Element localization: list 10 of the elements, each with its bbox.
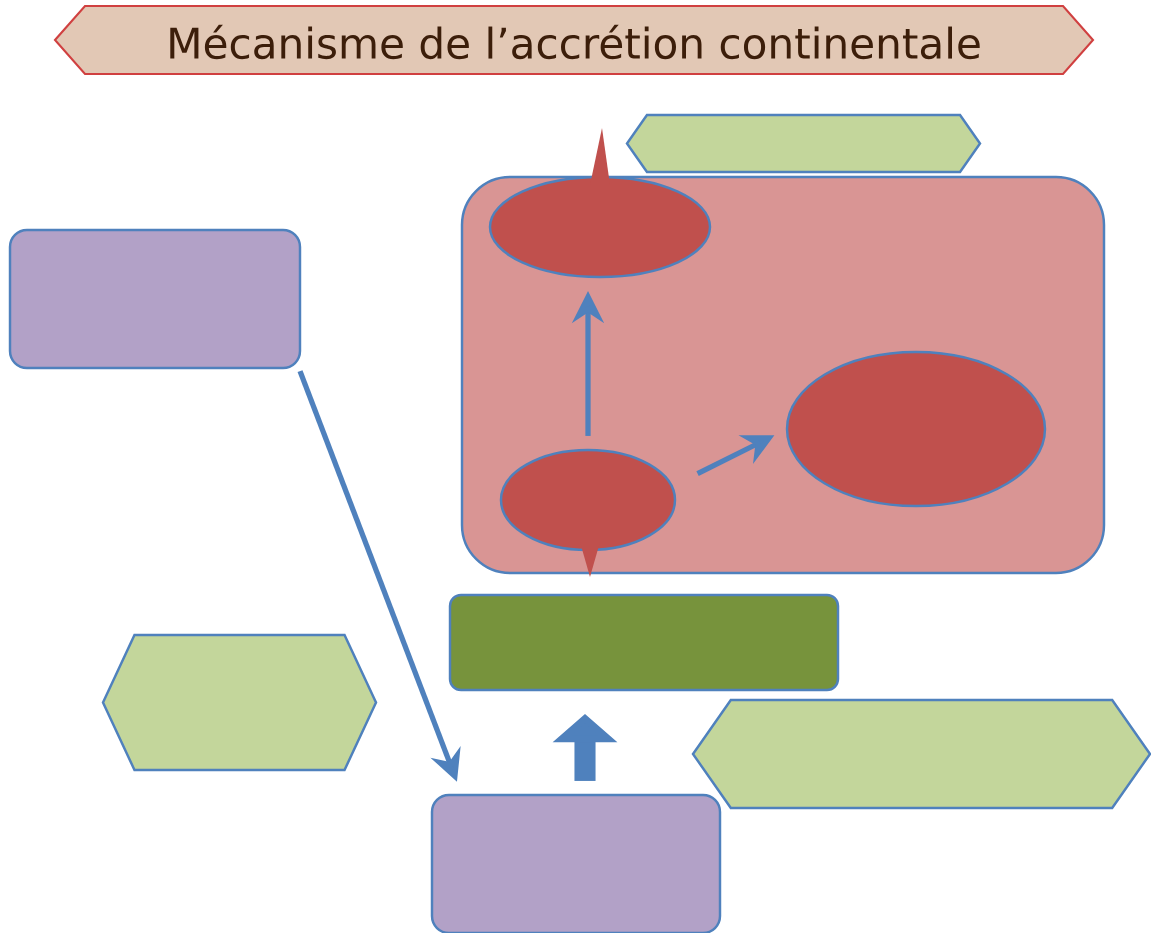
ellipse-shape (488, 128, 712, 279)
ellipse-shape (499, 448, 677, 577)
rounded-box (448, 593, 840, 692)
hexagon-box (691, 698, 1151, 810)
hexagon-box (101, 633, 378, 772)
rounded-box (8, 228, 302, 370)
title: Mécanisme de l’accrétion continentale (170, 24, 980, 60)
ellipse-shape (785, 350, 1047, 508)
hexagon-box (625, 113, 982, 174)
rounded-box (430, 793, 722, 933)
